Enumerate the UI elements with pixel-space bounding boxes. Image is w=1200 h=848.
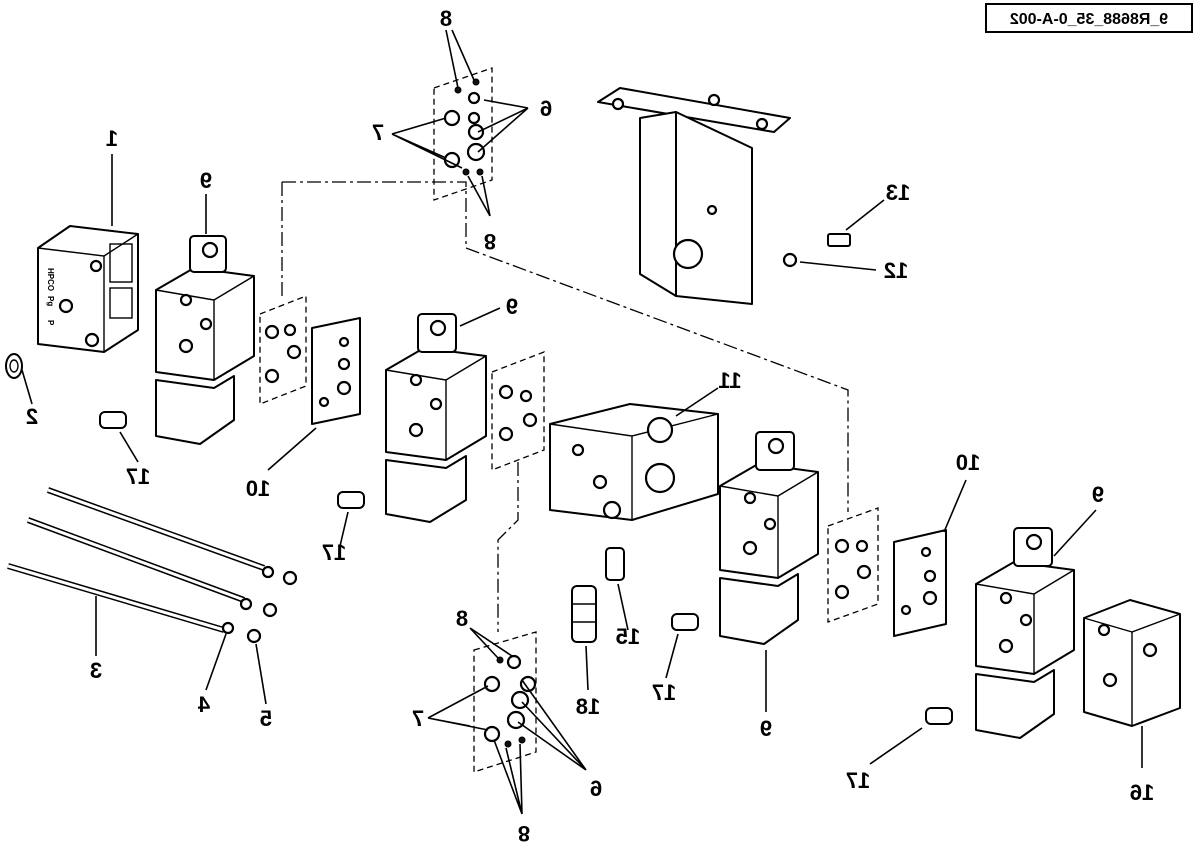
seal-kit-top <box>391 29 529 217</box>
callout-16: 16 <box>1130 780 1154 805</box>
callout-6-bottom: 6 <box>590 776 602 801</box>
callout-9-c: 9 <box>760 716 772 741</box>
part-1-brand-marking: HPCO <box>46 268 55 291</box>
callout-labels: 1 2 3 4 5 6 6 7 7 8 8 8 8 9 9 9 9 10 10 … <box>26 6 1154 846</box>
part-1-port-pg: Pg <box>46 296 55 306</box>
part-17-pins <box>99 411 953 765</box>
mounting-bracket <box>597 87 791 305</box>
part-9-valve-section-b <box>385 307 501 523</box>
part-9-valve-section-d <box>975 509 1097 739</box>
part-3-tie-rods <box>7 487 266 656</box>
callout-9-b: 9 <box>506 294 518 319</box>
part-10-plate-b <box>893 479 967 637</box>
callout-4: 4 <box>197 692 210 717</box>
callout-7-bottom: 7 <box>412 706 424 731</box>
callout-2: 2 <box>26 404 38 429</box>
callout-6-top: 6 <box>540 96 552 121</box>
callout-11: 11 <box>718 368 741 393</box>
gasket-plate-b <box>491 351 545 471</box>
callout-17-b: 17 <box>322 540 346 565</box>
callout-17-d: 17 <box>846 768 870 793</box>
part-2-fitting <box>5 353 33 405</box>
part-12-washer <box>782 252 877 271</box>
part-9-valve-section-a <box>155 194 255 445</box>
part-1-inlet-plate: HPCO P Pg <box>37 154 139 353</box>
callout-12: 12 <box>884 258 908 283</box>
callout-5: 5 <box>260 706 272 731</box>
callout-18: 18 <box>576 694 600 719</box>
callout-17-a: 17 <box>126 464 150 489</box>
reference-code: 9_R8688_35_0-A-002 <box>1010 11 1168 28</box>
callout-7-top: 7 <box>372 120 384 145</box>
callout-10-a: 10 <box>246 476 270 501</box>
callout-9-d: 9 <box>1092 482 1104 507</box>
part-9-valve-section-c <box>719 431 819 712</box>
gasket-plate-a <box>259 295 307 405</box>
seal-kit-bottom <box>427 627 587 815</box>
part-16-outlet-plate <box>1083 599 1181 768</box>
callout-10-b: 10 <box>956 450 980 475</box>
reference-code-box: 9_R8688_35_0-A-002 <box>985 3 1193 33</box>
part-18-cartridge <box>571 585 597 691</box>
part-1-port-p: P <box>46 320 55 326</box>
assembly-lines <box>281 181 849 632</box>
callout-8-lower-mid: 8 <box>456 606 468 631</box>
callout-8-top: 8 <box>440 6 452 31</box>
gasket-plate-c <box>827 507 879 623</box>
callout-8-bottom: 8 <box>518 821 530 846</box>
callout-9-a: 9 <box>200 168 212 193</box>
callout-8-upper-mid: 8 <box>484 229 496 254</box>
callout-1: 1 <box>106 126 118 151</box>
callout-17-c: 17 <box>652 680 676 705</box>
callout-15: 15 <box>616 624 640 649</box>
callout-13: 13 <box>886 180 910 205</box>
part-13-screw <box>827 199 885 247</box>
part-15-plug <box>605 547 629 631</box>
part-5-nuts <box>246 570 298 705</box>
part-11-central-block <box>549 387 719 521</box>
part-10-plate-a <box>267 317 361 471</box>
callout-3: 3 <box>90 658 102 683</box>
part-4-washers <box>205 565 275 691</box>
